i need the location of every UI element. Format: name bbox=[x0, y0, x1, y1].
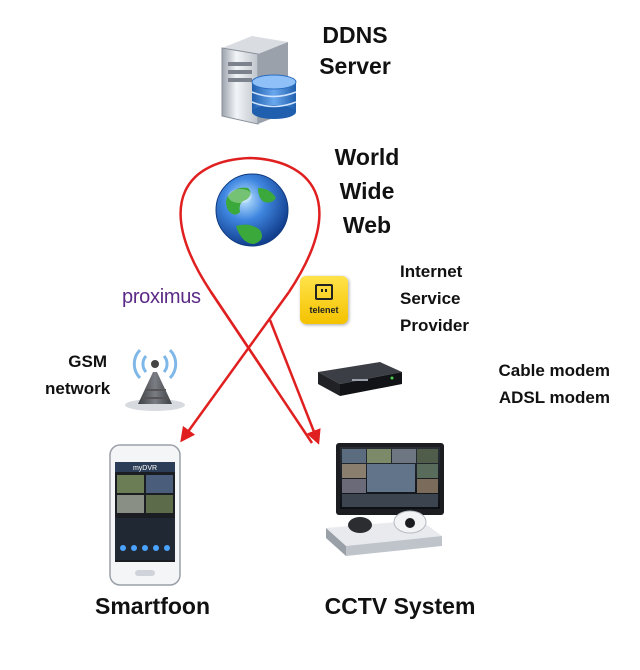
arrow-to-smartphone bbox=[180, 291, 291, 443]
arrow-to-cctv bbox=[179, 156, 321, 444]
ddns-label-line-2: Server bbox=[319, 53, 391, 79]
ddns-server-label: DDNS Server bbox=[300, 20, 410, 82]
telenet-face-icon bbox=[315, 284, 333, 300]
telenet-logo: telenet bbox=[300, 276, 348, 324]
gsm-label-line-1: GSM bbox=[68, 352, 107, 371]
www-label-line-3: Web bbox=[342, 212, 392, 238]
modem-label-line-1: Cable modem bbox=[498, 361, 610, 380]
smartphone-label: Smartfoon bbox=[95, 593, 210, 619]
antenna-tower-icon bbox=[125, 348, 185, 411]
telenet-wordmark: telenet bbox=[309, 305, 339, 315]
gsm-label-line-2: network bbox=[45, 379, 111, 398]
modem-label: Cable modem ADSL modem bbox=[460, 357, 610, 411]
cctv-system-label: CCTV System bbox=[324, 593, 476, 619]
cctv-system-icon bbox=[326, 443, 444, 556]
www-label-line-1: World bbox=[334, 144, 400, 170]
isp-label-line-2: Service bbox=[400, 289, 461, 308]
isp-label-line-1: Internet bbox=[400, 262, 463, 281]
modem-label-line-2: ADSL modem bbox=[498, 388, 610, 407]
world-wide-web-label: World Wide Web bbox=[322, 140, 412, 242]
gsm-network-label: GSM network bbox=[45, 348, 111, 402]
server-database-icon bbox=[221, 36, 297, 125]
isp-label: Internet Service Provider bbox=[400, 258, 469, 339]
isp-label-line-3: Provider bbox=[400, 316, 469, 335]
www-label-line-2: Wide bbox=[339, 178, 395, 204]
proximus-logo: proximus bbox=[122, 286, 201, 308]
smartphone-icon: myDVR bbox=[109, 444, 181, 586]
arrow-to-cctv-tip bbox=[268, 319, 321, 445]
modem-icon bbox=[318, 362, 402, 396]
connection-arrows bbox=[179, 156, 321, 445]
globe-icon bbox=[215, 173, 289, 247]
ddns-label-line-1: DDNS bbox=[322, 22, 388, 48]
phone-app-title: myDVR bbox=[133, 465, 157, 472]
